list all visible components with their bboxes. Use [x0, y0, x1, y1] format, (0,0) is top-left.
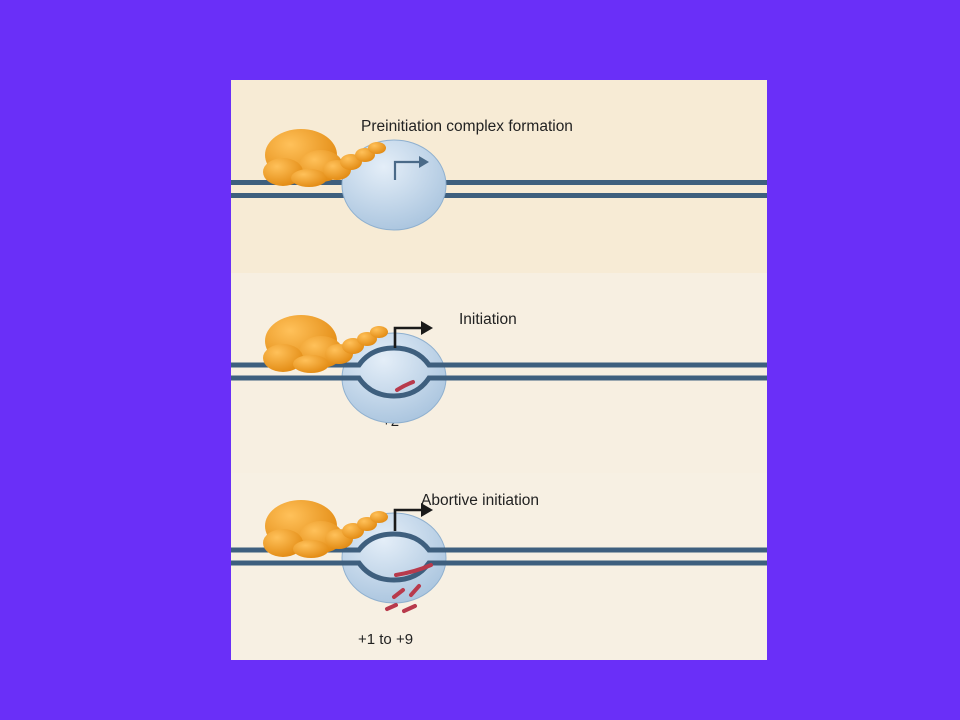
panel-title: Initiation — [459, 311, 517, 328]
transcription-arrow — [393, 508, 421, 531]
nascent-rna — [394, 563, 433, 577]
transcription-arrow — [393, 326, 421, 348]
preinitiation-diagram — [231, 129, 767, 231]
abortive-initiation-diagram — [231, 500, 767, 613]
panel-initiation: Initiation +2 — [231, 273, 767, 473]
released-abortive-transcripts — [385, 584, 421, 613]
panel-preinitiation: Preinitiation complex formation — [231, 80, 767, 273]
initiation-diagram — [231, 315, 767, 424]
general-transcription-factors — [263, 500, 388, 558]
start-site-arrowhead — [419, 156, 429, 168]
transcription-arrowhead — [421, 321, 433, 335]
nascent-rna — [395, 380, 415, 392]
transcription-initiation-figure: Preinitiation complex formation — [231, 80, 767, 660]
dna-strands — [231, 180, 767, 198]
panel-title: Preinitiation complex formation — [361, 118, 573, 135]
panel-title: Abortive initiation — [421, 492, 540, 509]
transcription-arrowhead — [421, 503, 433, 517]
start-site-arrow — [393, 160, 419, 180]
general-transcription-factors — [263, 315, 388, 373]
panel-abortive-initiation: Abortive initiation +1 to +9 — [231, 473, 767, 660]
general-transcription-factors — [263, 129, 386, 187]
rna-length-label: +1 to +9 — [358, 631, 414, 648]
